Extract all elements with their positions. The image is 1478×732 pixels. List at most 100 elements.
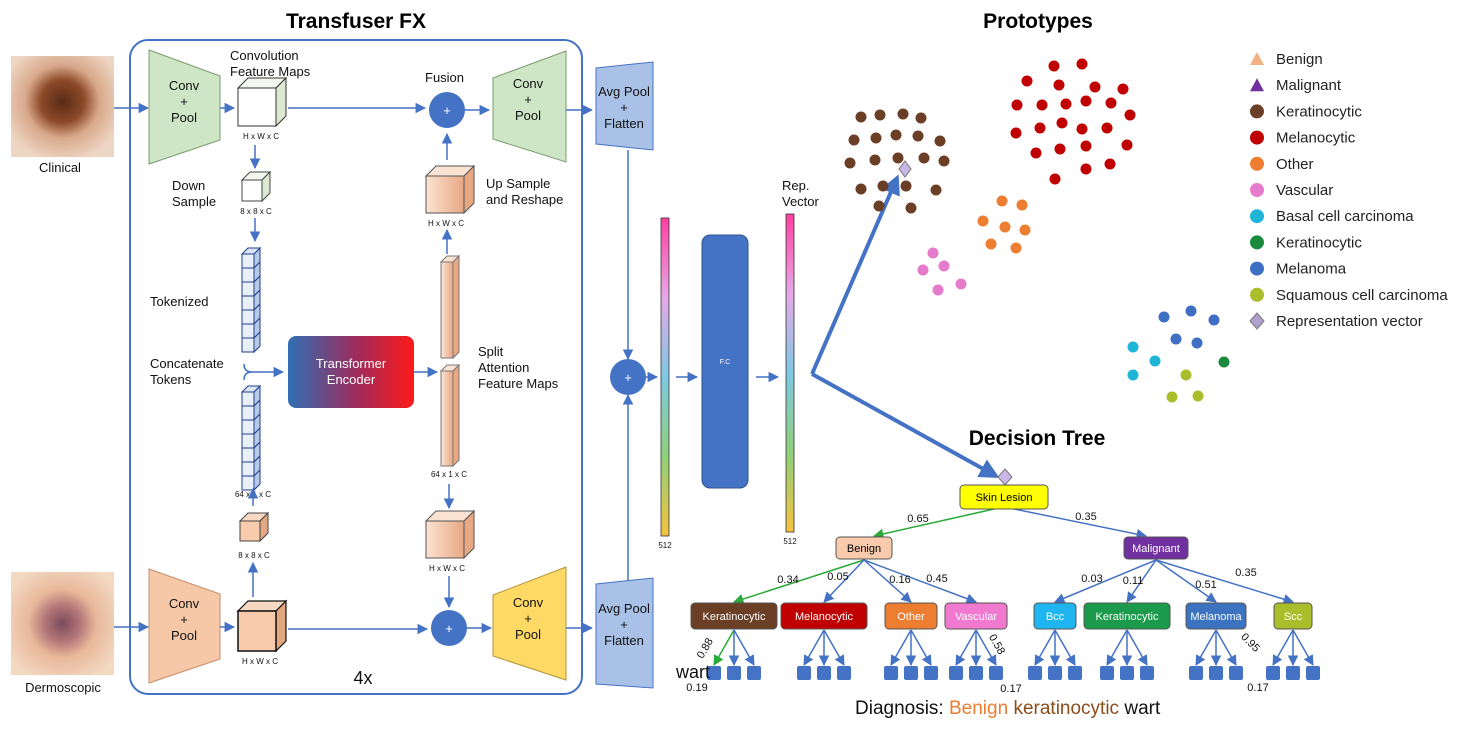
split-attention-column-bottom	[439, 363, 461, 468]
prototype-point	[1121, 139, 1133, 151]
avgpool-bottom	[595, 577, 654, 689]
tree-node-l2	[780, 602, 868, 630]
prototype-point	[1054, 143, 1066, 155]
prototype-point	[1191, 337, 1203, 349]
transfuser-frame	[129, 39, 583, 695]
prototype-point	[938, 155, 950, 167]
legend-circle-icon	[1250, 287, 1264, 302]
conv-pool-bottom	[148, 568, 221, 684]
svg-text:+: +	[624, 370, 632, 385]
prototype-point	[1060, 98, 1072, 110]
tree-node-root	[959, 484, 1049, 510]
tokenized-column-bottom	[240, 384, 262, 492]
tree-node-l2-label: Keratinocytic	[703, 611, 766, 623]
tree-node-l2	[1083, 602, 1171, 630]
tree-leaf	[1286, 666, 1300, 680]
tree-leaf	[1189, 666, 1203, 680]
legend-circle-icon	[1250, 156, 1264, 171]
tree-leaf	[969, 666, 983, 680]
tree-leaf	[1120, 666, 1134, 680]
prototype-point	[996, 195, 1008, 207]
svg-text:0.19: 0.19	[686, 682, 707, 694]
fc-layer	[701, 234, 749, 489]
conv-pool-bottom-label: Conv+Pool	[169, 596, 200, 643]
dim-hwc-upsample: H x W x C	[428, 219, 464, 228]
prototype-point	[915, 112, 927, 124]
tree-leaf	[837, 666, 851, 680]
conv-pool-right-top	[492, 50, 567, 163]
prototype-point	[927, 247, 939, 259]
avgpool-top	[595, 61, 654, 151]
tree-node-l2-label: Other	[897, 611, 925, 623]
tree-leaf	[884, 666, 898, 680]
tree-node-l2-label: Keratinocytic	[1096, 611, 1159, 623]
arrow-to-prototypes	[810, 174, 900, 375]
prototype-point	[1104, 158, 1116, 170]
svg-text:512: 512	[783, 537, 797, 546]
prototype-point	[1034, 122, 1046, 134]
legend-label: Basal cell carcinoma	[1276, 208, 1414, 225]
prototype-point	[1127, 341, 1139, 353]
svg-text:Conv+Pool: Conv+Pool	[513, 595, 544, 642]
tree-leaf	[989, 666, 1003, 680]
upsample-cube-top	[424, 164, 476, 215]
legend-label: Representation vector	[1276, 313, 1423, 330]
legend-circle-icon	[1250, 183, 1264, 197]
fusion-circle-top: +	[429, 92, 465, 128]
tree-leaf	[1028, 666, 1042, 680]
prototype-point	[917, 264, 929, 276]
prototype-point	[938, 260, 950, 272]
svg-text:0.34: 0.34	[777, 574, 798, 586]
dim-eight-bottom: 8 x 8 x C	[238, 551, 270, 560]
prototype-point	[1117, 83, 1129, 95]
svg-text:0.16: 0.16	[889, 574, 910, 586]
svg-text:512: 512	[658, 541, 672, 550]
legend-label: Benign	[1276, 51, 1323, 68]
legend-label: Melanoma	[1276, 261, 1347, 278]
diagnosis-line: Diagnosis: Benign keratinocytic wart	[855, 698, 1161, 719]
prototype-point	[1080, 140, 1092, 152]
dim-eight-top: 8 x 8 x C	[240, 207, 272, 216]
prototype-point	[955, 278, 967, 290]
prototype-point	[1124, 109, 1136, 121]
transformer-encoder	[288, 336, 414, 408]
prototype-point	[1080, 163, 1092, 175]
svg-text:0.51: 0.51	[1195, 579, 1216, 591]
svg-text:0.88: 0.88	[695, 636, 716, 661]
legend-circle-icon	[1250, 209, 1264, 224]
svg-text:+: +	[443, 103, 451, 118]
tree-rep-vector-marker	[997, 468, 1013, 486]
prototype-point	[1218, 356, 1230, 368]
prototype-point	[1101, 122, 1113, 134]
tree-node-l2-label: Bcc	[1046, 611, 1065, 623]
feature-vector-512	[660, 217, 670, 537]
fusion-circle-center: +	[610, 359, 646, 395]
prototype-point	[1016, 199, 1028, 211]
tree-leaf	[797, 666, 811, 680]
svg-text:+: +	[445, 621, 453, 636]
prototype-point	[900, 180, 912, 192]
prototype-point	[1149, 355, 1161, 367]
prototype-point	[1166, 391, 1178, 403]
tree-node-l2	[690, 602, 778, 630]
arrow-to-tree	[811, 372, 1000, 478]
tree-node-l2-label: Vascular	[955, 611, 997, 623]
prototype-point	[1019, 224, 1031, 236]
prototype-point	[873, 200, 885, 212]
svg-text:0.17: 0.17	[1247, 682, 1268, 694]
prototype-point	[1053, 79, 1065, 91]
svg-text:Avg Pool+Flatten: Avg Pool+Flatten	[598, 601, 650, 648]
svg-text:Conv+Pool: Conv+Pool	[513, 76, 544, 123]
conv-pool-top-label: Conv+Pool	[169, 78, 200, 125]
dim-hwc-bottom: H x W x C	[242, 657, 278, 666]
svg-text:0.11: 0.11	[1123, 575, 1144, 587]
tree-node-l2-label: Melanocytic	[795, 611, 854, 623]
legend-label: Other	[1276, 156, 1314, 173]
prototype-point	[930, 184, 942, 196]
tree-node-l2	[944, 602, 1008, 630]
